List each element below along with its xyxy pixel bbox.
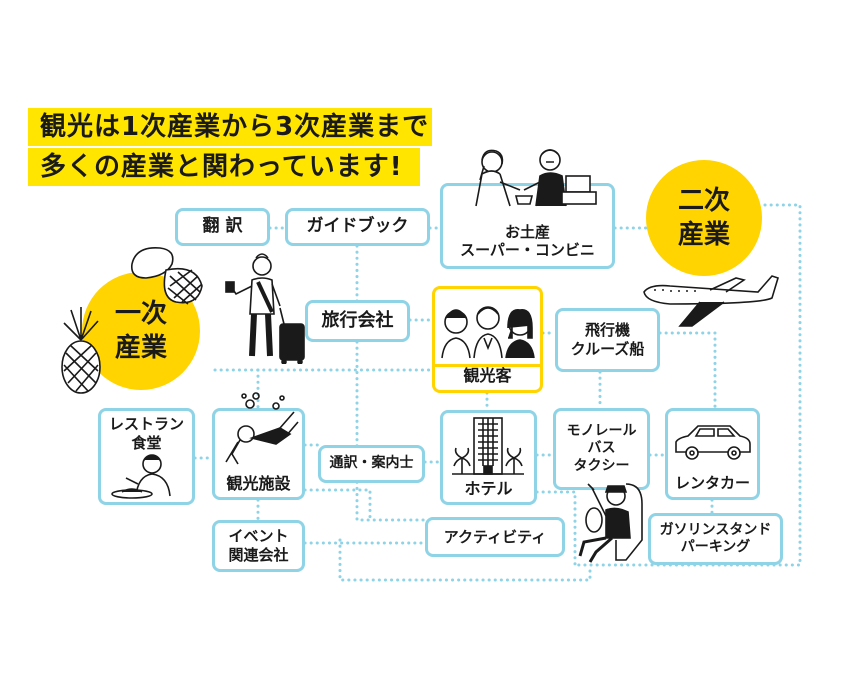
diner-icon xyxy=(111,454,171,499)
secondary-industry-circle: 二次 産業 xyxy=(646,160,762,276)
souvenir-label-1: お土産 xyxy=(504,222,550,241)
secondary-industry-label-1: 二次 xyxy=(677,186,730,216)
airplane-icon xyxy=(643,275,779,327)
primary-industry-label-1: 一次 xyxy=(114,299,167,329)
hotel-building-icon xyxy=(452,417,524,475)
tourists-divider xyxy=(435,364,540,367)
rental-car-box: レンタカー xyxy=(665,408,760,500)
gas-station-box: ガソリンスタンド パーキング xyxy=(648,513,783,565)
title-line-1: 観光は1次産業から3次産業まで xyxy=(40,112,430,142)
mango-icon xyxy=(130,247,203,305)
interpreter-label: 通訳・案内士 xyxy=(329,455,414,472)
guidebook-box: ガイドブック xyxy=(285,208,430,246)
guidebook-label: ガイドブック xyxy=(306,216,409,237)
event-label-2: 関連会社 xyxy=(228,546,289,564)
restaurant-label-2: 食堂 xyxy=(131,433,162,452)
secondary-industry-label-2: 産業 xyxy=(677,220,730,250)
translation-box: 翻 訳 xyxy=(175,208,270,246)
title-band-2 xyxy=(28,148,420,186)
airline-label-1: 飛行機 xyxy=(584,321,630,340)
diver-icon xyxy=(225,392,299,465)
travel-agency-box: 旅行会社 xyxy=(305,300,410,342)
traveler-icon xyxy=(225,253,305,364)
tourist-facility-label: 観光施設 xyxy=(226,474,291,493)
tourist-facility-box: 観光施設 xyxy=(212,408,305,500)
activity-label: アクティビティ xyxy=(443,527,547,546)
airline-label-2: クルーズ船 xyxy=(570,340,645,358)
primary-industry-circle: 一次 産業 xyxy=(82,272,200,390)
tourist-faces-icon xyxy=(441,306,535,359)
pineapple-icon xyxy=(61,307,101,394)
souvenir-label-2: スーパー・コンビニ xyxy=(460,241,595,260)
activity-box: アクティビティ xyxy=(425,517,565,557)
title-band-1 xyxy=(28,108,432,146)
primary-industry-label-2: 産業 xyxy=(114,333,167,363)
translation-label: 翻 訳 xyxy=(202,216,243,237)
airline-box: 飛行機 クルーズ船 xyxy=(555,308,660,372)
travel-agency-label: 旅行会社 xyxy=(321,309,394,331)
driver-icon xyxy=(578,483,643,563)
car-icon xyxy=(675,425,751,460)
transport-label-2: バス xyxy=(587,440,616,457)
transport-label-3: タクシー xyxy=(573,457,630,474)
gas-station-label-2: パーキング xyxy=(680,539,751,555)
transport-box: モノレール バス タクシー xyxy=(553,408,650,490)
rental-car-label: レンタカー xyxy=(674,474,750,493)
interpreter-box: 通訳・案内士 xyxy=(318,445,425,483)
event-box: イベント 関連会社 xyxy=(212,520,305,572)
restaurant-label-1: レストラン xyxy=(108,415,184,433)
event-label-1: イベント xyxy=(228,527,289,546)
transport-label-1: モノレール xyxy=(566,422,637,439)
title-line-2: 多くの産業と関わっています! xyxy=(40,152,403,182)
hotel-label: ホテル xyxy=(464,479,513,498)
shop-clerk-icon xyxy=(475,149,597,207)
gas-station-label-1: ガソリンスタンド xyxy=(659,521,772,538)
tourists-label: 観光客 xyxy=(463,366,512,385)
